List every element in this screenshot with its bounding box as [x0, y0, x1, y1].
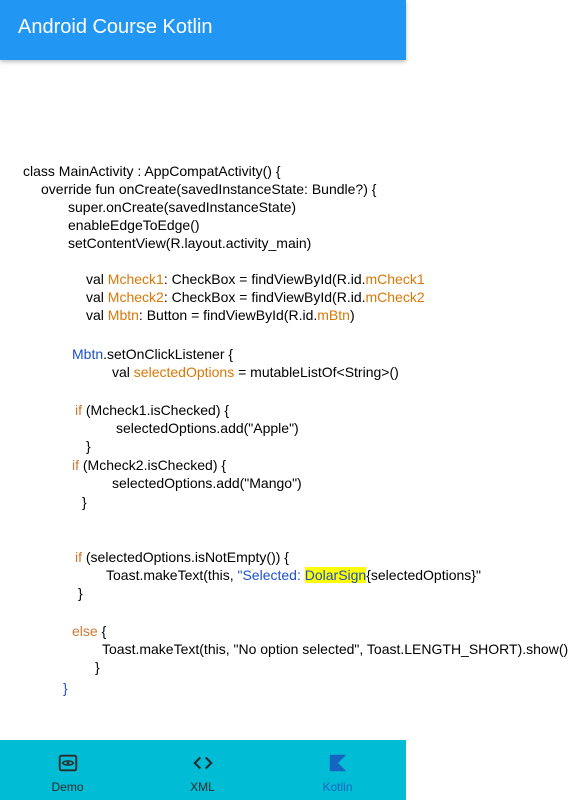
code-line: selectedOptions.add("Mango"): [112, 475, 302, 491]
bottom-navigation: Demo XML Kotlin: [0, 740, 406, 800]
app-title: Android Course Kotlin: [18, 16, 213, 38]
code-line: if (Mcheck2.isChecked) {: [72, 457, 227, 473]
nav-label-kotlin: Kotlin: [322, 780, 353, 794]
code-view: class MainActivity : AppCompatActivity()…: [0, 160, 568, 740]
code-line: override fun onCreate(savedInstanceState…: [41, 181, 377, 197]
code-line: Toast.makeText(this, "No option selected…: [102, 641, 568, 657]
eye-icon: [58, 754, 77, 772]
code-line: val selectedOptions = mutableListOf<Stri…: [112, 364, 399, 380]
nav-label-xml: XML: [190, 780, 215, 794]
code-line: class MainActivity : AppCompatActivity()…: [23, 163, 281, 179]
code-line: Toast.makeText(this, "Selected: DolarSig…: [106, 567, 481, 583]
code-line: else {: [72, 623, 107, 639]
code-line: Mbtn.setOnClickListener {: [72, 346, 234, 362]
nav-item-xml[interactable]: XML: [135, 740, 270, 800]
app-bar: Android Course Kotlin: [0, 0, 406, 60]
nav-label-demo: Demo: [51, 780, 84, 794]
kotlin-icon: [329, 754, 346, 772]
nav-item-kotlin[interactable]: Kotlin: [270, 740, 405, 800]
code-line: val Mcheck1: CheckBox = findViewById(R.i…: [86, 271, 425, 287]
nav-item-demo[interactable]: Demo: [0, 740, 135, 800]
code-line: super.onCreate(savedInstanceState): [68, 199, 297, 215]
code-line: }: [95, 659, 100, 675]
code-line: enableEdgeToEdge(): [68, 217, 200, 233]
code-line: if (selectedOptions.isNotEmpty()) {: [75, 549, 289, 565]
code-line: selectedOptions.add("Apple"): [116, 420, 299, 436]
code-line: }: [63, 680, 68, 696]
code-icon: [192, 756, 213, 770]
code-line: }: [82, 494, 87, 510]
code-line: val Mbtn: Button = findViewById(R.id.mBt…: [86, 307, 355, 323]
code-line: if (Mcheck1.isChecked) {: [75, 402, 230, 418]
code-line: }: [78, 585, 83, 601]
code-line: val Mcheck2: CheckBox = findViewById(R.i…: [86, 289, 425, 305]
code-line: setContentView(R.layout.activity_main): [68, 235, 312, 251]
code-line: }: [86, 438, 91, 454]
